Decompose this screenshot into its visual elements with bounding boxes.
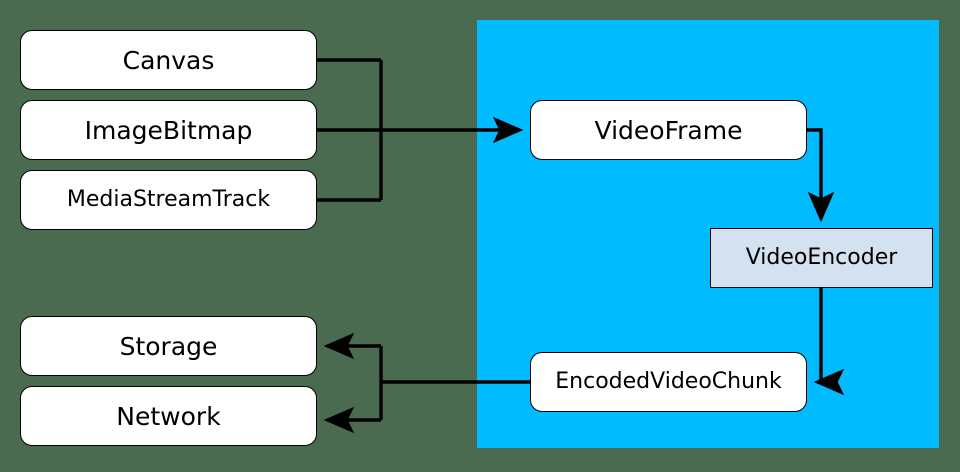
node-encodedvideochunk[interactable]: EncodedVideoChunk bbox=[530, 352, 807, 412]
node-videoencoder-label: VideoEncoder bbox=[745, 245, 898, 270]
node-mediastreamtrack[interactable]: MediaStreamTrack bbox=[20, 170, 317, 230]
node-mediastreamtrack-label: MediaStreamTrack bbox=[66, 187, 271, 212]
node-storage-label: Storage bbox=[119, 331, 218, 361]
node-videoframe[interactable]: VideoFrame bbox=[530, 100, 807, 160]
node-imagebitmap-label: ImageBitmap bbox=[84, 115, 253, 145]
node-videoencoder[interactable]: VideoEncoder bbox=[710, 228, 933, 288]
node-imagebitmap[interactable]: ImageBitmap bbox=[20, 100, 317, 160]
node-videoframe-label: VideoFrame bbox=[594, 115, 743, 145]
node-canvas[interactable]: Canvas bbox=[20, 30, 317, 90]
node-network[interactable]: Network bbox=[20, 386, 317, 446]
node-network-label: Network bbox=[116, 401, 221, 431]
node-storage[interactable]: Storage bbox=[20, 316, 317, 376]
node-encodedvideochunk-label: EncodedVideoChunk bbox=[555, 369, 782, 394]
node-canvas-label: Canvas bbox=[122, 45, 215, 75]
